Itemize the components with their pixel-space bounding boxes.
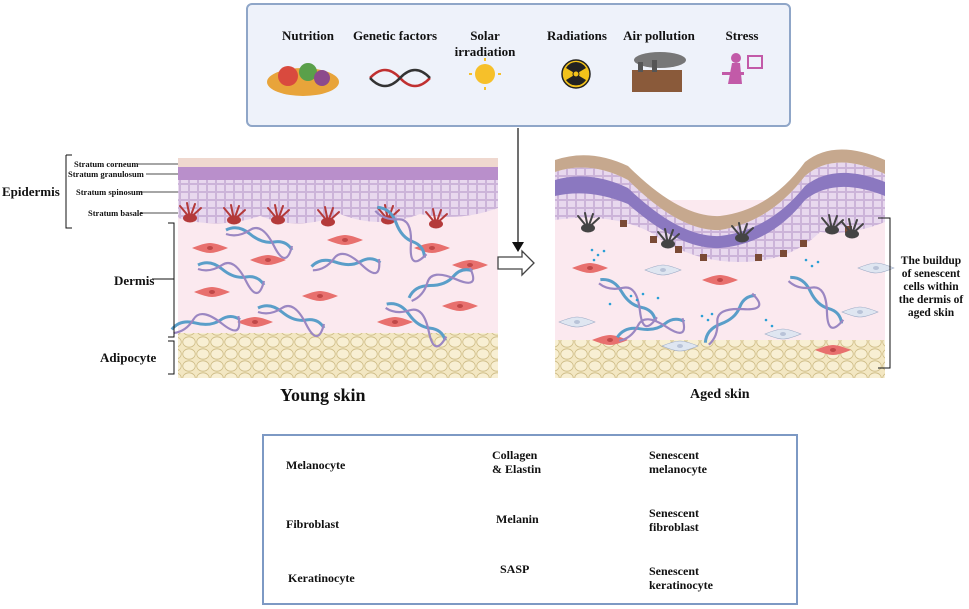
young-skin-section — [169, 158, 498, 378]
sun-icon — [469, 58, 501, 90]
aged-stratum-corneum — [555, 149, 885, 231]
label-stratum-corneum: Stratum corneum — [74, 159, 139, 169]
caption-aged-skin: Aged skin — [690, 387, 750, 402]
legend-melanin-label: Melanin — [496, 512, 539, 526]
buildup-bracket — [878, 217, 891, 369]
factor-radiations-label: Radiations — [547, 28, 607, 43]
layer-pointers — [65, 154, 178, 375]
aged-skin-section — [555, 149, 895, 378]
factor-air-label: Air pollution — [623, 28, 695, 43]
label-stratum-basale: Stratum basale — [88, 208, 144, 218]
young-stratum-corneum — [178, 158, 498, 167]
young-stratum-granulosum — [178, 167, 498, 180]
legend-fibroblast-label: Fibroblast — [286, 517, 340, 531]
factory-icon — [632, 52, 686, 92]
legend-panel — [262, 434, 798, 605]
caption-young-skin: Young skin — [280, 385, 366, 405]
aged-stratum-granulosum — [555, 172, 885, 249]
label-adipocyte: Adipocyte — [100, 350, 157, 365]
risk-factors-panel — [246, 3, 791, 127]
radiation-icon — [561, 59, 591, 89]
dna-icon — [369, 68, 431, 88]
legend-sasp-label: SASP — [500, 562, 530, 576]
legend-collagen-label: Collagen & Elastin — [492, 448, 542, 476]
label-dermis: Dermis — [114, 273, 155, 288]
factor-stress-label: Stress — [725, 28, 759, 43]
factor-genetic-label: Genetic factors — [352, 28, 438, 43]
factor-solar-label: Solar irradiation — [454, 28, 516, 59]
stress-icon — [722, 53, 763, 84]
legend-senescent-fibroblast-label: Senescent fibroblast — [649, 506, 699, 534]
legend-senescent-melanocyte-label: Senescent melanocyte — [649, 448, 707, 476]
young-to-aged-arrow — [497, 249, 535, 277]
young-adipocyte-layer — [178, 333, 498, 378]
nutrition-icon — [267, 63, 339, 96]
label-epidermis: Epidermis — [2, 184, 60, 199]
aged-epidermis — [555, 162, 885, 262]
caption-buildup: The buildup of senescent cells within th… — [898, 255, 964, 319]
factor-nutrition-label: Nutrition — [282, 28, 334, 43]
legend-melanocyte-label: Melanocyte — [286, 458, 346, 472]
legend-senescent-keratinocyte-label: Senescent keratinocyte — [649, 564, 713, 592]
label-stratum-spinosum: Stratum spinosum — [76, 187, 143, 197]
label-stratum-granulosum: Stratum granulosum — [68, 169, 144, 179]
legend-keratinocyte-label: Keratinocyte — [288, 571, 355, 585]
